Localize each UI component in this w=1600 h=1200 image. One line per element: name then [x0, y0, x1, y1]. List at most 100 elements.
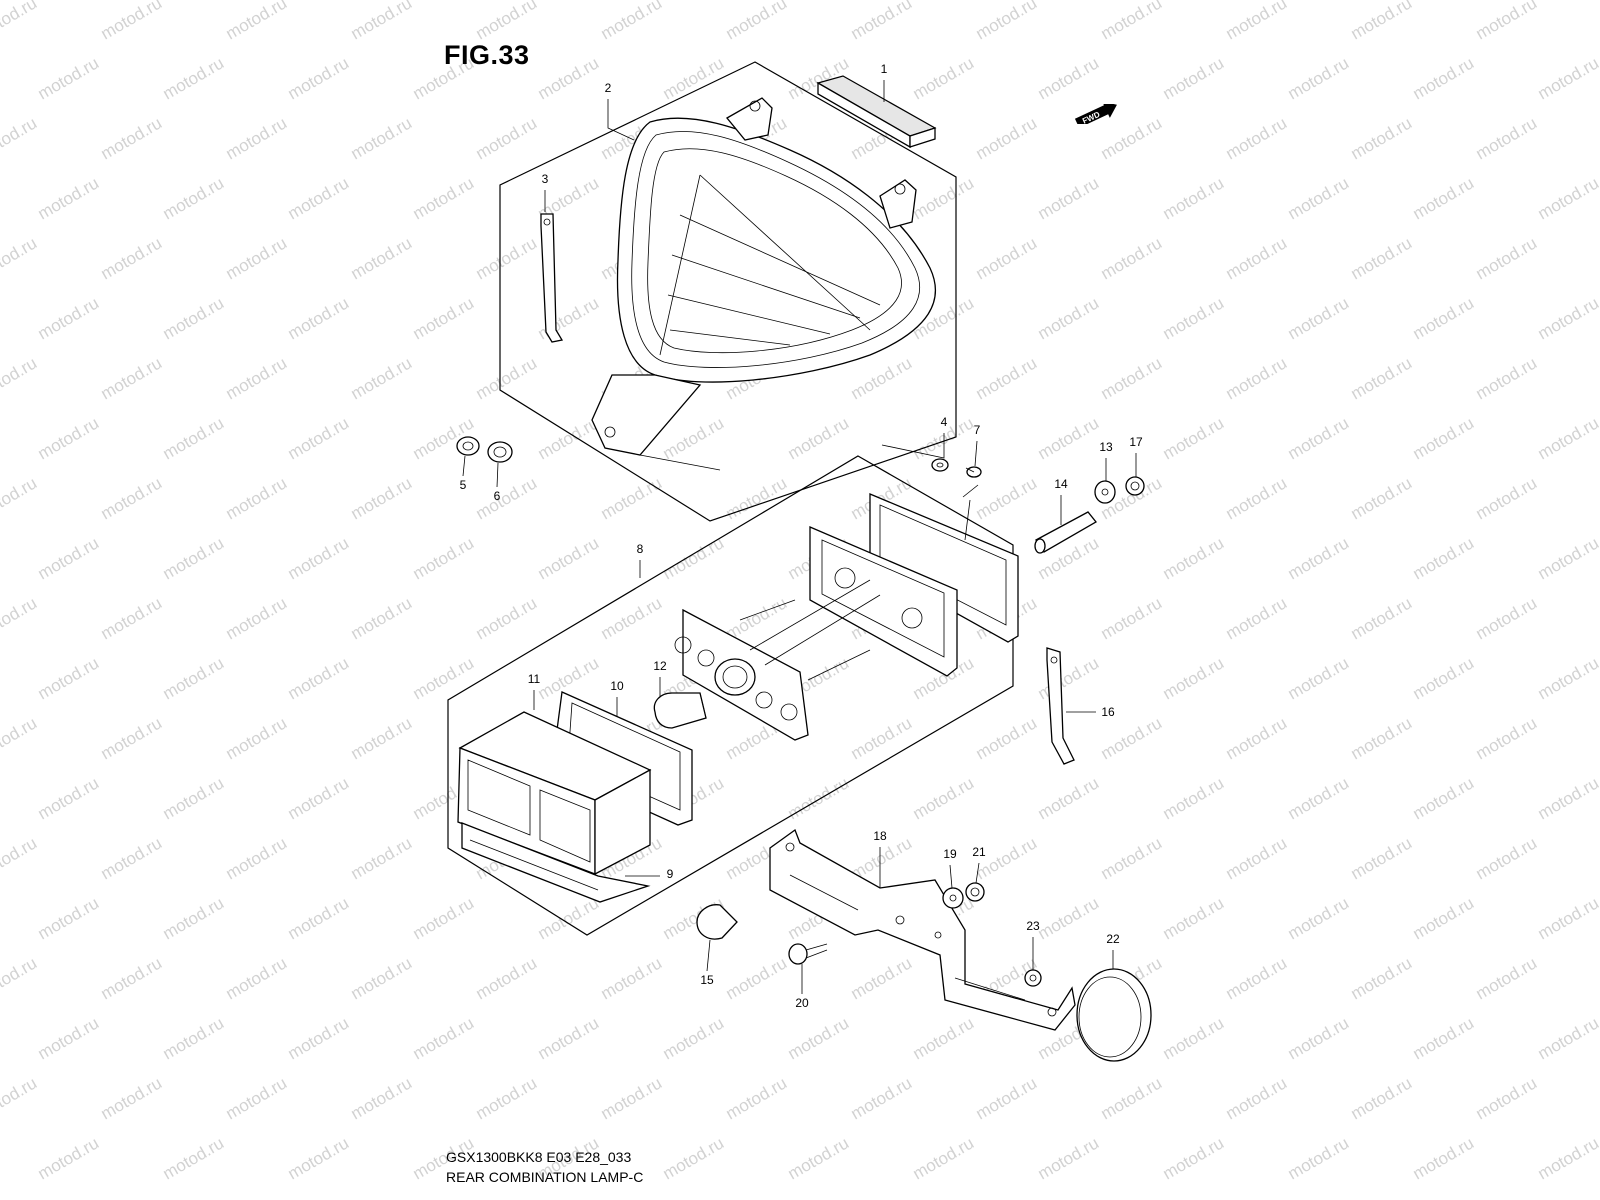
callout-1: 1 — [881, 62, 888, 76]
watermark-text: motod.ru — [723, 1073, 791, 1123]
part-nut-17 — [1125, 476, 1145, 496]
part-washer-19 — [942, 887, 964, 909]
watermark-text: motod.ru — [0, 353, 40, 403]
watermark-text: motod.ru — [1285, 773, 1353, 823]
watermark-text: motod.ru — [0, 473, 40, 523]
watermark-text: motod.ru — [1285, 1133, 1353, 1183]
watermark-text: motod.ru — [1223, 0, 1291, 43]
watermark-text: motod.ru — [1035, 293, 1103, 343]
watermark-text: motod.ru — [98, 233, 166, 283]
callout-20: 20 — [795, 996, 809, 1010]
watermark-text: motod.ru — [1348, 593, 1416, 643]
watermark-text: motod.ru — [223, 353, 291, 403]
watermark-text: motod.ru — [0, 833, 40, 883]
part-nut-23 — [1024, 969, 1042, 987]
callout-16: 16 — [1101, 705, 1115, 719]
callout-5: 5 — [460, 478, 467, 492]
callout-2: 2 — [605, 81, 612, 95]
watermark-text: motod.ru — [785, 413, 853, 463]
part-cushion-6 — [487, 441, 513, 463]
watermark-text: motod.ru — [1035, 413, 1103, 463]
watermark-text: motod.ru — [910, 173, 978, 223]
assembly-box-tail-lamp — [499, 61, 957, 522]
watermark-text: motod.ru — [660, 533, 728, 583]
callout-7: 7 — [974, 423, 981, 437]
watermark-text: motod.ru — [598, 953, 666, 1003]
watermark-text: motod.ru — [1410, 173, 1478, 223]
watermark-text: motod.ru — [160, 1013, 228, 1063]
watermark-text: motod.ru — [1035, 173, 1103, 223]
watermark-text: motod.ru — [1410, 893, 1478, 943]
watermark-text: motod.ru — [848, 0, 916, 43]
watermark-text: motod.ru — [1535, 773, 1600, 823]
watermark-text: motod.ru — [973, 113, 1041, 163]
watermark-text: motod.ru — [1160, 653, 1228, 703]
watermark-text: motod.ru — [1348, 1073, 1416, 1123]
figure-title: FIG.33 — [444, 40, 530, 70]
watermark-text: motod.ru — [35, 293, 103, 343]
watermark-text: motod.ru — [410, 1013, 478, 1063]
watermark-text: motod.ru — [223, 0, 291, 43]
watermark-text: motod.ru — [1223, 953, 1291, 1003]
part-bulb — [653, 692, 707, 729]
watermark-text: motod.ru — [1098, 0, 1166, 43]
watermark-text: motod.ru — [1160, 53, 1228, 103]
watermark-text: motod.ru — [98, 473, 166, 523]
watermark-text: motod.ru — [98, 1073, 166, 1123]
watermark-text: motod.ru — [1098, 713, 1166, 763]
part-washer-13 — [1094, 480, 1116, 504]
watermark-text: motod.ru — [1348, 713, 1416, 763]
watermark-text: motod.ru — [1285, 293, 1353, 343]
watermark-text: motod.ru — [973, 713, 1041, 763]
callout-18: 18 — [873, 829, 887, 843]
watermark-text: motod.ru — [285, 773, 353, 823]
callout-21: 21 — [972, 845, 986, 859]
watermark-text: motod.ru — [910, 773, 978, 823]
watermark-text: motod.ru — [973, 353, 1041, 403]
watermark-text: motod.ru — [160, 413, 228, 463]
watermark-text: motod.ru — [660, 1133, 728, 1183]
leader-lines — [462, 80, 1137, 994]
watermark-text: motod.ru — [1035, 1133, 1103, 1183]
watermark-text: motod.ru — [223, 713, 291, 763]
watermark-text: motod.ru — [223, 473, 291, 523]
watermark-text: motod.ru — [1348, 833, 1416, 883]
watermark-text: motod.ru — [0, 113, 40, 163]
watermark-text: motod.ru — [1223, 1073, 1291, 1123]
watermark-text: motod.ru — [473, 1073, 541, 1123]
watermark-text: motod.ru — [535, 1013, 603, 1063]
watermark-text: motod.ru — [1223, 473, 1291, 523]
watermark-text: motod.ru — [1098, 353, 1166, 403]
watermark-text: motod.ru — [35, 173, 103, 223]
watermark-text: motod.ru — [35, 773, 103, 823]
watermark-text: motod.ru — [910, 53, 978, 103]
part-cushion-pad — [816, 75, 937, 149]
watermark-text: motod.ru — [0, 0, 40, 43]
callout-13: 13 — [1099, 440, 1113, 454]
watermark-text: motod.ru — [35, 533, 103, 583]
watermark-text: motod.ru — [848, 953, 916, 1003]
watermark-text: motod.ru — [348, 953, 416, 1003]
watermark-text: motod.ru — [1035, 53, 1103, 103]
leader-line-15 — [706, 939, 711, 972]
watermark-text: motod.ru — [35, 53, 103, 103]
watermark-text: motod.ru — [1535, 413, 1600, 463]
watermark-text: motod.ru — [1285, 1013, 1353, 1063]
watermark-text: motod.ru — [223, 833, 291, 883]
watermark-text: motod.ru — [785, 773, 853, 823]
watermark-text: motod.ru — [1410, 1013, 1478, 1063]
watermark-text: motod.ru — [910, 1013, 978, 1063]
watermark-text: motod.ru — [0, 593, 40, 643]
watermark-text: motod.ru — [785, 1013, 853, 1063]
watermark-text: motod.ru — [535, 53, 603, 103]
watermark-text: motod.ru — [98, 353, 166, 403]
part-tail-lamp — [591, 97, 937, 471]
watermark-text: motod.ru — [660, 53, 728, 103]
watermark-text: motod.ru — [1410, 293, 1478, 343]
watermark-text: motod.ru — [348, 353, 416, 403]
watermark-text: motod.ru — [973, 233, 1041, 283]
watermark-text: motod.ru — [1098, 593, 1166, 643]
callout-4: 4 — [941, 415, 948, 429]
watermark-text: motod.ru — [1473, 713, 1541, 763]
watermark-text: motod.ru — [1285, 53, 1353, 103]
